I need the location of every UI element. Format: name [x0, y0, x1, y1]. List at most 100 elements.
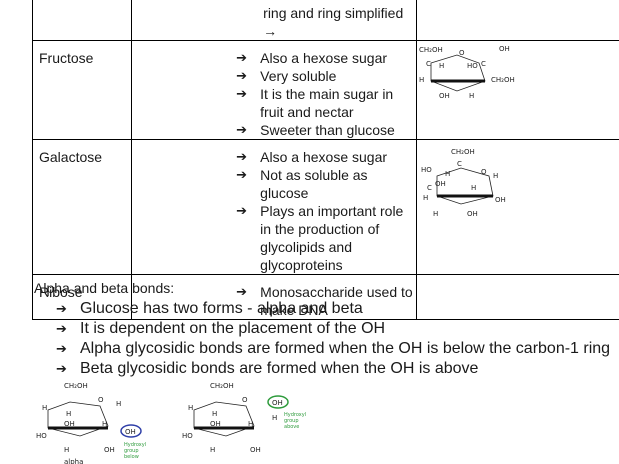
svg-text:H: H: [248, 420, 253, 428]
beta-oh-circle: [267, 395, 289, 409]
list-item: ➔Also a hexose sugar: [236, 149, 388, 165]
svg-text:H: H: [419, 76, 424, 84]
list-item: ➔Sweeter than glucose: [236, 122, 395, 138]
alpha-beta-section: Alpha and beta bonds: ➔Glucose has two f…: [34, 279, 614, 379]
alpha-oh-circle: [120, 424, 142, 438]
arrow-right-icon: ➔: [236, 203, 248, 218]
sugar-name: Galactose: [39, 149, 103, 165]
svg-text:H: H: [188, 404, 193, 412]
svg-text:OH: OH: [210, 420, 221, 428]
svg-text:group: group: [124, 448, 139, 454]
svg-text:H: H: [64, 446, 69, 454]
svg-text:C: C: [481, 60, 486, 68]
svg-text:H: H: [433, 210, 438, 218]
svg-text:H: H: [471, 184, 476, 192]
arrow-right-icon: ➔: [56, 301, 67, 316]
svg-text:CH₂OH: CH₂OH: [451, 148, 475, 156]
arrow-right-icon: ➔: [56, 361, 67, 376]
list-item: ➔Very soluble: [236, 68, 337, 84]
svg-text:OH: OH: [495, 196, 506, 204]
sugar-desc-cell: ➔Also a hexose sugar ➔Not as soluble as …: [131, 139, 417, 275]
list-item: ➔Also a hexose sugar: [236, 50, 388, 66]
svg-text:H: H: [116, 400, 121, 408]
svg-text:C: C: [427, 184, 432, 192]
svg-text:OH: OH: [439, 92, 450, 100]
section-title: Alpha and beta bonds:: [34, 280, 175, 296]
svg-text:H: H: [469, 92, 474, 100]
sugar-name-cell: Galactose: [31, 139, 133, 275]
svg-text:below: below: [124, 454, 139, 460]
sugar-name-cell: Ribose: [31, 274, 133, 320]
table-row: Ribose ➔Monosaccharide used to make DNA: [31, 274, 619, 320]
svg-text:HO: HO: [421, 166, 432, 174]
arrow-right-icon: ➔: [236, 284, 248, 299]
svg-text:H: H: [42, 404, 47, 412]
svg-text:H: H: [493, 172, 498, 180]
svg-text:group: group: [284, 418, 299, 424]
svg-text:HO: HO: [467, 62, 478, 70]
table-row: Galactose ➔Also a hexose sugar ➔Not as s…: [31, 139, 619, 275]
svg-text:H: H: [102, 420, 107, 428]
svg-text:H: H: [272, 414, 277, 422]
svg-text:H: H: [439, 62, 444, 70]
svg-text:OH: OH: [435, 180, 446, 188]
svg-text:OH: OH: [467, 210, 478, 218]
table-row: ring and ring simplified →: [31, 0, 619, 41]
svg-text:O: O: [242, 396, 248, 404]
svg-text:CH₂OH: CH₂OH: [210, 382, 234, 390]
list-item: ➔It is dependent on the placement of the…: [56, 320, 386, 337]
svg-text:OH: OH: [272, 399, 283, 407]
fructose-structure: CH₂OH O OH C H HO C CH₂OH H OH H: [419, 45, 515, 100]
svg-text:CH₂OH: CH₂OH: [419, 46, 443, 54]
arrow-right-icon: ➔: [236, 122, 248, 137]
sugar-image-cell: CH₂OH HO C H O H C OH H H OH H OH: [415, 139, 619, 275]
svg-text:O: O: [481, 168, 487, 176]
arrow-right-icon: ➔: [236, 86, 248, 101]
arrow-right-icon: ➔: [56, 321, 67, 336]
svg-text:OH: OH: [499, 45, 510, 53]
svg-text:H: H: [210, 446, 215, 454]
arrow-right-icon: ➔: [236, 50, 248, 65]
svg-text:C: C: [457, 160, 462, 168]
list-item: ➔Glucose has two forms - alpha and beta: [56, 300, 363, 317]
alpha-beta-list: ➔Glucose has two forms - alpha and beta …: [34, 299, 614, 379]
galactose-structure: CH₂OH HO C H O H C OH H H OH H OH: [421, 148, 506, 218]
sugar-image-cell: [415, 0, 619, 41]
sugar-name: Ribose: [39, 284, 83, 300]
svg-text:H: H: [445, 170, 450, 178]
svg-text:Hydroxyl: Hydroxyl: [124, 442, 146, 448]
sugar-name: Fructose: [39, 50, 94, 66]
sugar-name-cell: [31, 0, 133, 41]
svg-text:H: H: [423, 194, 428, 202]
list-item: ➔Monosaccharide used to make DNA: [236, 284, 413, 318]
svg-text:OH: OH: [250, 446, 261, 454]
svg-text:CH₂OH: CH₂OH: [64, 382, 88, 390]
sugar-desc-cell: ➔Also a hexose sugar ➔Very soluble ➔It i…: [131, 40, 417, 140]
svg-text:above: above: [284, 424, 299, 430]
sugar-table: ring and ring simplified → Fructose ➔Als…: [31, 0, 619, 320]
arrow-right-icon: ➔: [56, 341, 67, 356]
sugar-image-cell: CH₂OH O OH C H HO C CH₂OH H OH H: [415, 40, 619, 140]
svg-text:Hydroxyl: Hydroxyl: [284, 412, 306, 418]
table-row: Fructose ➔Also a hexose sugar ➔Very solu…: [31, 40, 619, 140]
list-item: ➔Plays an important role in the producti…: [236, 203, 404, 273]
svg-text:OH: OH: [64, 420, 75, 428]
arrow-right-icon: ➔: [236, 68, 248, 83]
svg-text:O: O: [98, 396, 104, 404]
svg-text:OH: OH: [125, 428, 136, 436]
svg-text:O: O: [459, 49, 465, 57]
beta-glucose-diagram: CH₂OH H H O OH H OH H HO H OH Hydroxyl g…: [182, 382, 306, 454]
arrow-right-icon: ➔: [236, 149, 248, 164]
svg-text:HO: HO: [182, 432, 193, 440]
list-item: ➔It is the main sugar in fruit and necta…: [236, 86, 394, 120]
sugar-desc-cell: ➔Monosaccharide used to make DNA: [131, 274, 417, 320]
arrow-right-icon: ➔: [236, 167, 248, 182]
svg-text:HO: HO: [36, 432, 47, 440]
list-item: ➔Beta glycosidic bonds are formed when t…: [56, 360, 479, 377]
svg-text:H: H: [212, 410, 217, 418]
list-item: ➔Alpha glycosidic bonds are formed when …: [56, 340, 611, 357]
svg-text:H: H: [66, 410, 71, 418]
sugar-name-cell: Fructose: [31, 40, 133, 140]
svg-text:CH₂OH: CH₂OH: [491, 76, 515, 84]
list-item: ➔Not as soluble as glucose: [236, 167, 368, 201]
